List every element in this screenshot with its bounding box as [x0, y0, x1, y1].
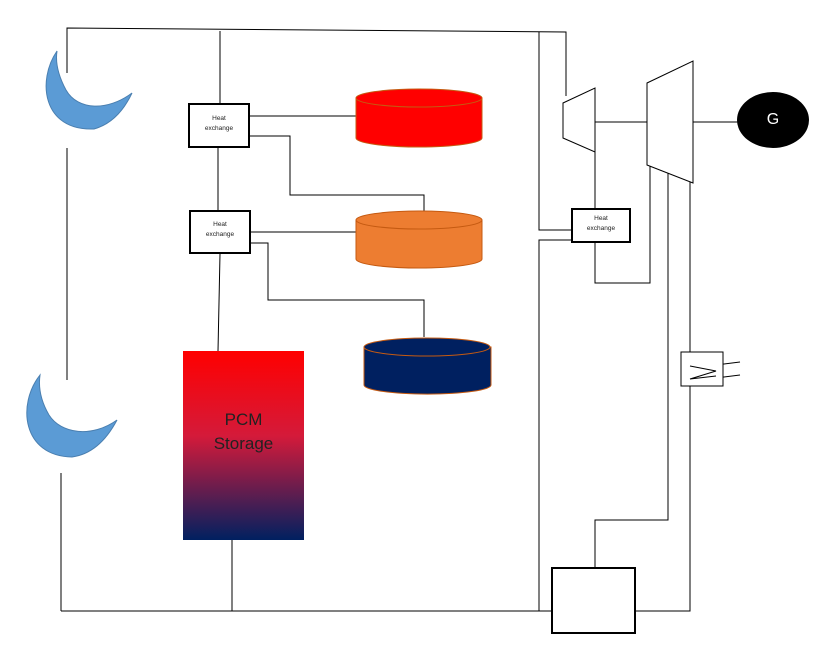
pipe-condenser-pump	[634, 386, 691, 612]
heat-exchanger-2: Heat exchange	[189, 210, 251, 254]
condenser-coil	[689, 365, 717, 380]
solar-collector-top-icon	[45, 50, 133, 130]
condenser-icon	[680, 351, 724, 387]
pipe-hx2-blue-tank	[251, 242, 425, 337]
hx3-label-line1: Heat	[594, 215, 608, 222]
pipe-top-hx3	[538, 32, 572, 231]
pipe-top-main	[66, 27, 567, 96]
generator-icon	[737, 92, 809, 148]
tank-cold	[363, 337, 492, 395]
tank-hot	[355, 88, 483, 148]
compressor-icon	[562, 87, 596, 153]
heat-exchanger-1: Heat exchange	[188, 103, 250, 148]
hx3-label-line2: exchange	[586, 225, 616, 232]
turbine-icon	[646, 60, 694, 184]
pump-box	[551, 567, 636, 634]
pcm-label-line2: Storage	[213, 434, 274, 453]
pipe-turbine-pump	[594, 168, 669, 568]
heat-exchanger-3: Heat exchange	[571, 208, 631, 243]
pipe-hx1-orange-tank	[250, 135, 425, 211]
solar-collector-bottom-icon	[26, 373, 118, 458]
generator-label: G	[766, 111, 780, 128]
pcm-label-line1: PCM	[224, 410, 263, 429]
pipe-bottom-hx3	[538, 239, 572, 611]
hx2-label-line2: exchange	[205, 231, 235, 238]
hx2-label-line1: Heat	[213, 221, 227, 228]
pcm-storage: PCM Storage	[183, 351, 304, 540]
hx1-label-line2: exchange	[204, 125, 234, 132]
pipe-hx2-pcm	[217, 253, 221, 352]
tank-medium	[355, 210, 483, 269]
pipe-hx3-turbine	[594, 165, 651, 284]
hx1-label-line1: Heat	[212, 115, 226, 122]
